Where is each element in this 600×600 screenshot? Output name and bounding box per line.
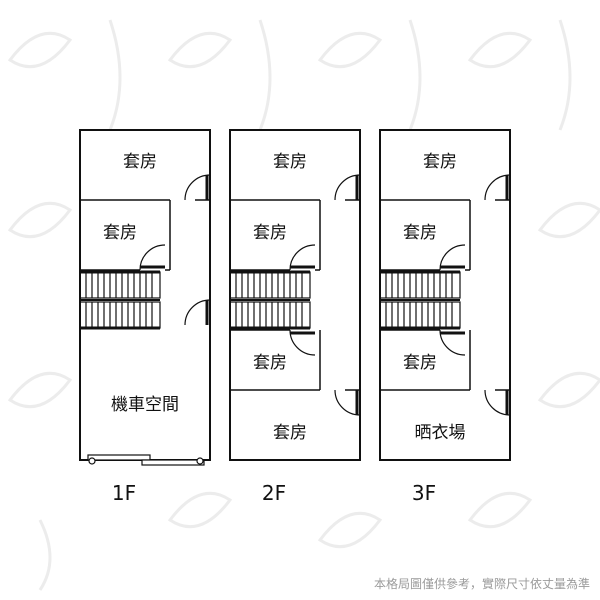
staircase: [379, 270, 461, 330]
floor-1f: [79, 129, 211, 466]
room-label-2f-suite-top: 套房: [273, 152, 307, 172]
door-swing: [439, 174, 511, 416]
door-swing: [289, 174, 361, 416]
room-label-1f-suite-mid: 套房: [103, 223, 137, 243]
floor-2f: [229, 129, 361, 461]
room-label-2f-suite-bottom: 套房: [273, 423, 307, 443]
room-label-3f-suite-mid: 套房: [403, 223, 437, 243]
room-label-2f-suite-mid: 套房: [253, 223, 287, 243]
staircase: [229, 270, 311, 330]
room-label-1f-suite-top: 套房: [123, 152, 157, 172]
floor-label-1f: 1F: [112, 481, 136, 505]
staircase: [79, 270, 161, 330]
floor-label-2f: 2F: [262, 481, 286, 505]
sliding-gate: [87, 454, 205, 466]
room-label-1f-scooter-space: 機車空間: [111, 395, 179, 415]
door-swing: [139, 174, 211, 326]
floor-3f: [379, 129, 511, 461]
floor-label-3f: 3F: [412, 481, 436, 505]
room-label-3f-suite-top: 套房: [423, 152, 457, 172]
watermark-pattern: [7, 19, 600, 591]
room-label-3f-drying-area: 晒衣場: [415, 423, 466, 443]
disclaimer-text: 本格局圖僅供參考，實際尺寸依丈量為準: [373, 577, 590, 591]
room-label-3f-suite-lower: 套房: [403, 353, 437, 373]
room-label-2f-suite-lower: 套房: [253, 353, 287, 373]
